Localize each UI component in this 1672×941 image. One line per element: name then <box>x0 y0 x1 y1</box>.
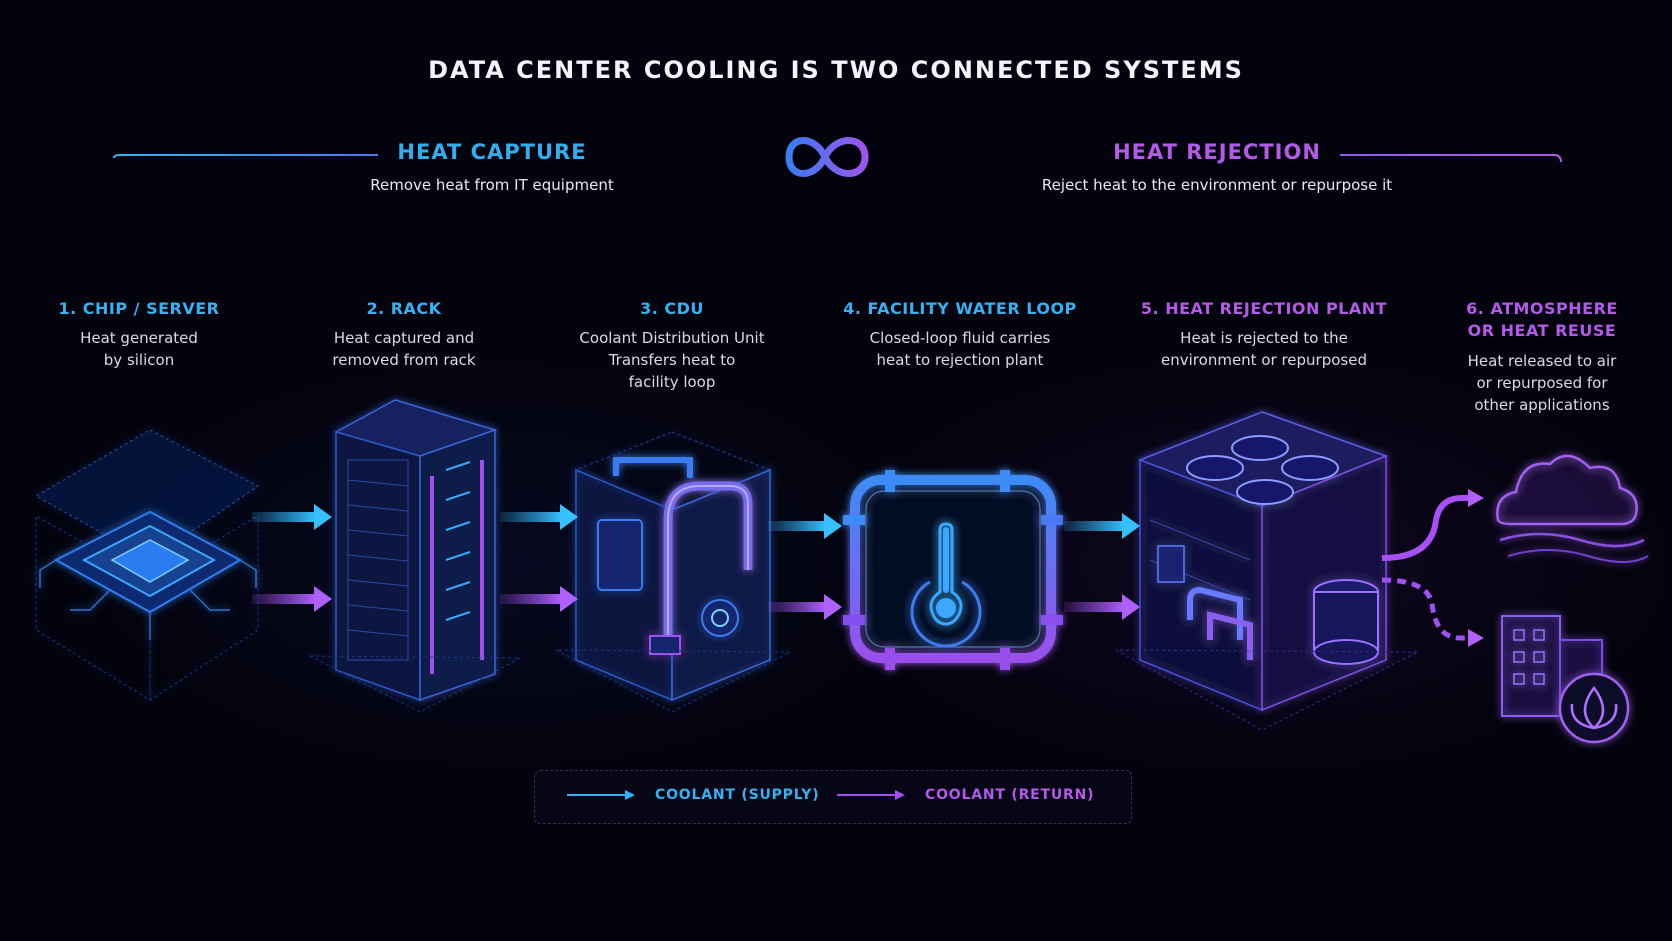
page-title: DATA CENTER COOLING IS TWO CONNECTED SYS… <box>428 56 1244 84</box>
supply-arrow-2 <box>500 504 578 530</box>
return-arrow-3 <box>768 594 842 620</box>
stage-6-title: 6. ATMOSPHERE OR HEAT REUSE <box>1466 299 1618 340</box>
heat-capture-subtitle: Remove heat from IT equipment <box>370 176 614 194</box>
stage-1-title: 1. CHIP / SERVER <box>58 299 220 318</box>
return-arrow-icon <box>837 790 905 800</box>
stage-2-desc: Heat captured and removed from rack <box>332 329 476 369</box>
chip-icon <box>34 429 259 701</box>
capture-bracket-line <box>113 154 378 159</box>
stage-3-title: 3. CDU <box>640 299 704 318</box>
stage-4-title: 4. FACILITY WATER LOOP <box>843 299 1077 318</box>
supply-arrow-4 <box>1064 513 1140 539</box>
leaf-icon <box>1558 672 1630 744</box>
atmosphere-arrow <box>1381 489 1484 561</box>
heat-capture-title: HEAT CAPTURE <box>397 140 587 164</box>
rejection-bracket-line <box>1340 154 1562 163</box>
cdu-icon <box>555 431 791 713</box>
return-arrow-1 <box>252 586 332 612</box>
legend-supply: COOLANT (SUPPLY) <box>567 787 819 803</box>
legend: COOLANT (SUPPLY) COOLANT (RETURN) <box>534 770 1132 824</box>
reuse-arrow <box>1381 577 1484 647</box>
heat-rejection-title: HEAT REJECTION <box>1113 140 1321 164</box>
legend-return: COOLANT (RETURN) <box>837 787 1094 803</box>
cooling-tower-icon <box>1115 411 1419 731</box>
stage-1-desc: Heat generated by silicon <box>80 329 198 369</box>
return-arrow-2 <box>500 586 578 612</box>
thermometer-icon <box>843 470 1063 670</box>
supply-arrow-1 <box>252 504 332 530</box>
stage-5-title: 5. HEAT REJECTION PLANT <box>1140 299 1388 318</box>
legend-supply-label: COOLANT (SUPPLY) <box>655 787 820 803</box>
cloud-icon <box>1496 454 1649 563</box>
return-arrow-4 <box>1064 594 1140 620</box>
legend-return-label: COOLANT (RETURN) <box>925 787 1095 803</box>
stage-3-desc: Coolant Distribution Unit Transfers heat… <box>579 329 765 391</box>
rack-icon <box>309 399 521 713</box>
supply-arrow-icon <box>567 790 635 800</box>
stage-4-desc: Closed-loop fluid carries heat to reject… <box>869 329 1051 369</box>
heat-rejection-subtitle: Reject heat to the environment or repurp… <box>1041 176 1393 194</box>
supply-arrow-3 <box>768 513 842 539</box>
stage-6-desc: Heat released to air or repurposed for o… <box>1467 352 1617 414</box>
infinity-icon <box>785 137 869 177</box>
stage-5-desc: Heat is rejected to the environment or r… <box>1161 329 1367 369</box>
stage-2-title: 2. RACK <box>366 299 442 318</box>
